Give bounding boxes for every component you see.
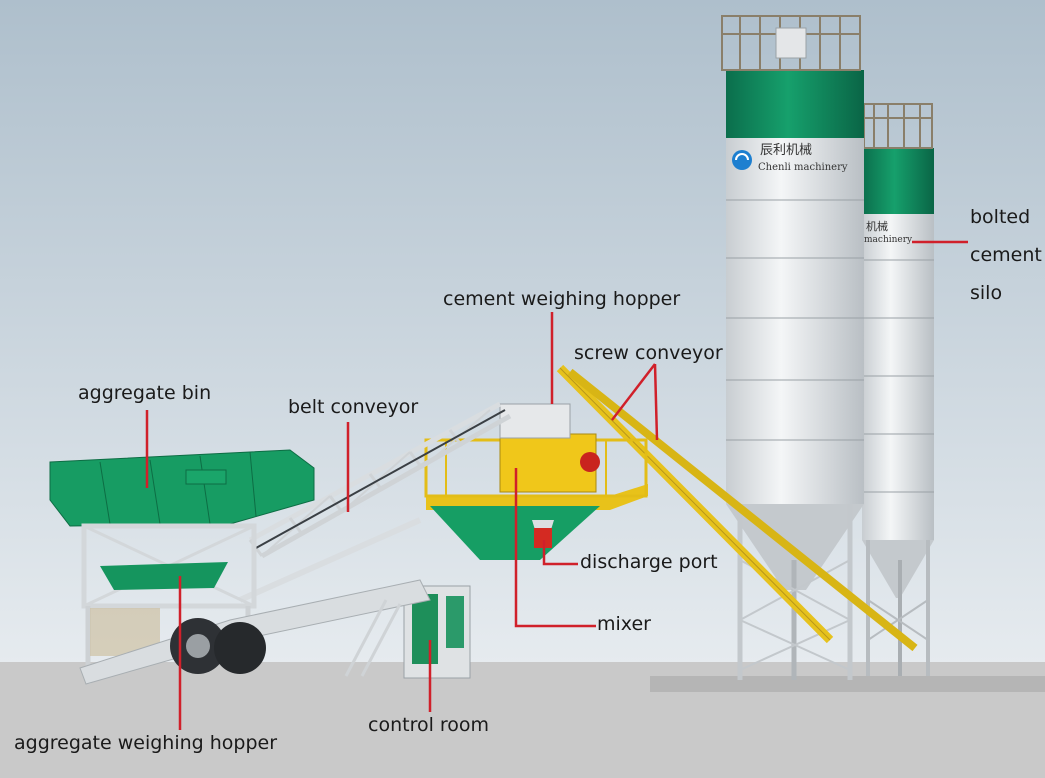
silo-foundation — [650, 676, 1045, 692]
silo-front — [721, 15, 864, 680]
aggregate-bin-structure — [49, 449, 431, 685]
leader-mixer — [514, 468, 596, 628]
label-control-room: control room — [368, 714, 490, 736]
brand-cn-front: 辰利机械 — [760, 143, 812, 158]
screw-conveyors — [556, 364, 918, 652]
label-cement-weighing-hopper: cement weighing hopper — [443, 288, 681, 310]
belt-conveyor-truss — [238, 401, 512, 603]
silo-back — [862, 103, 934, 676]
label-bolted-cement-silo-3: silo — [970, 282, 1003, 304]
leader-lines — [145, 240, 968, 730]
leader-screw-conveyor-b — [653, 363, 659, 441]
brand-en-back: machinery — [864, 235, 913, 245]
leader-screw-conveyor-a — [611, 363, 656, 421]
control-room-structure — [403, 585, 471, 679]
label-aggregate-weighing-hopper: aggregate weighing hopper — [14, 732, 278, 754]
label-screw-conveyor: screw conveyor — [574, 342, 723, 364]
brand-en-front: Chenli machinery — [758, 162, 848, 173]
brand-cn-back: 机械 — [866, 219, 888, 233]
label-aggregate-bin: aggregate bin — [78, 382, 212, 404]
discharge-valve — [534, 528, 552, 548]
label-bolted-cement-silo-1: bolted — [970, 206, 1031, 228]
trailer-wheel-rear — [214, 622, 266, 674]
label-mixer: mixer — [597, 613, 651, 635]
chenli-logo-icon — [732, 150, 752, 170]
leader-discharge-port — [542, 540, 578, 566]
label-belt-conveyor: belt conveyor — [288, 396, 419, 418]
label-bolted-cement-silo-2: cement — [970, 244, 1042, 266]
label-discharge-port: discharge port — [580, 551, 718, 573]
